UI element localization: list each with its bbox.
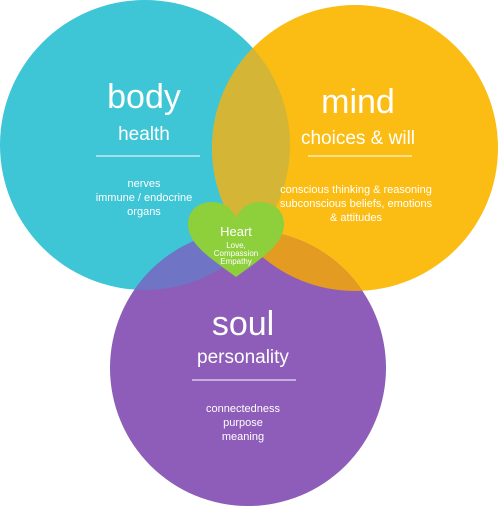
soul-subtitle: personality [197,347,289,368]
heart-item-love: Love, [226,241,246,250]
heart-shape [188,202,284,277]
soul-title: soul [212,305,274,343]
soul-circle [110,230,386,506]
body-item-nerves: nerves [127,178,161,190]
body-item-immune: immune / endocrine [96,192,193,204]
soul-item-purpose: purpose [223,417,263,429]
heart-title: Heart [220,224,252,239]
mind-subtitle: choices & will [301,128,415,149]
mind-title: mind [321,83,395,121]
heart-item-compassion: Compassion [214,249,258,258]
body-title: body [107,78,181,116]
soul-item-connectedness: connectedness [206,403,280,415]
mind-item-subconscious: subconscious beliefs, emotions [280,198,433,210]
body-item-organs: organs [127,206,161,218]
soul-item-meaning: meaning [222,431,264,443]
mind-item-attitudes: & attitudes [330,212,382,224]
body-subtitle: health [118,124,170,145]
mind-item-conscious: conscious thinking & reasoning [280,184,432,196]
heart-item-empathy: Empathy [220,257,252,266]
